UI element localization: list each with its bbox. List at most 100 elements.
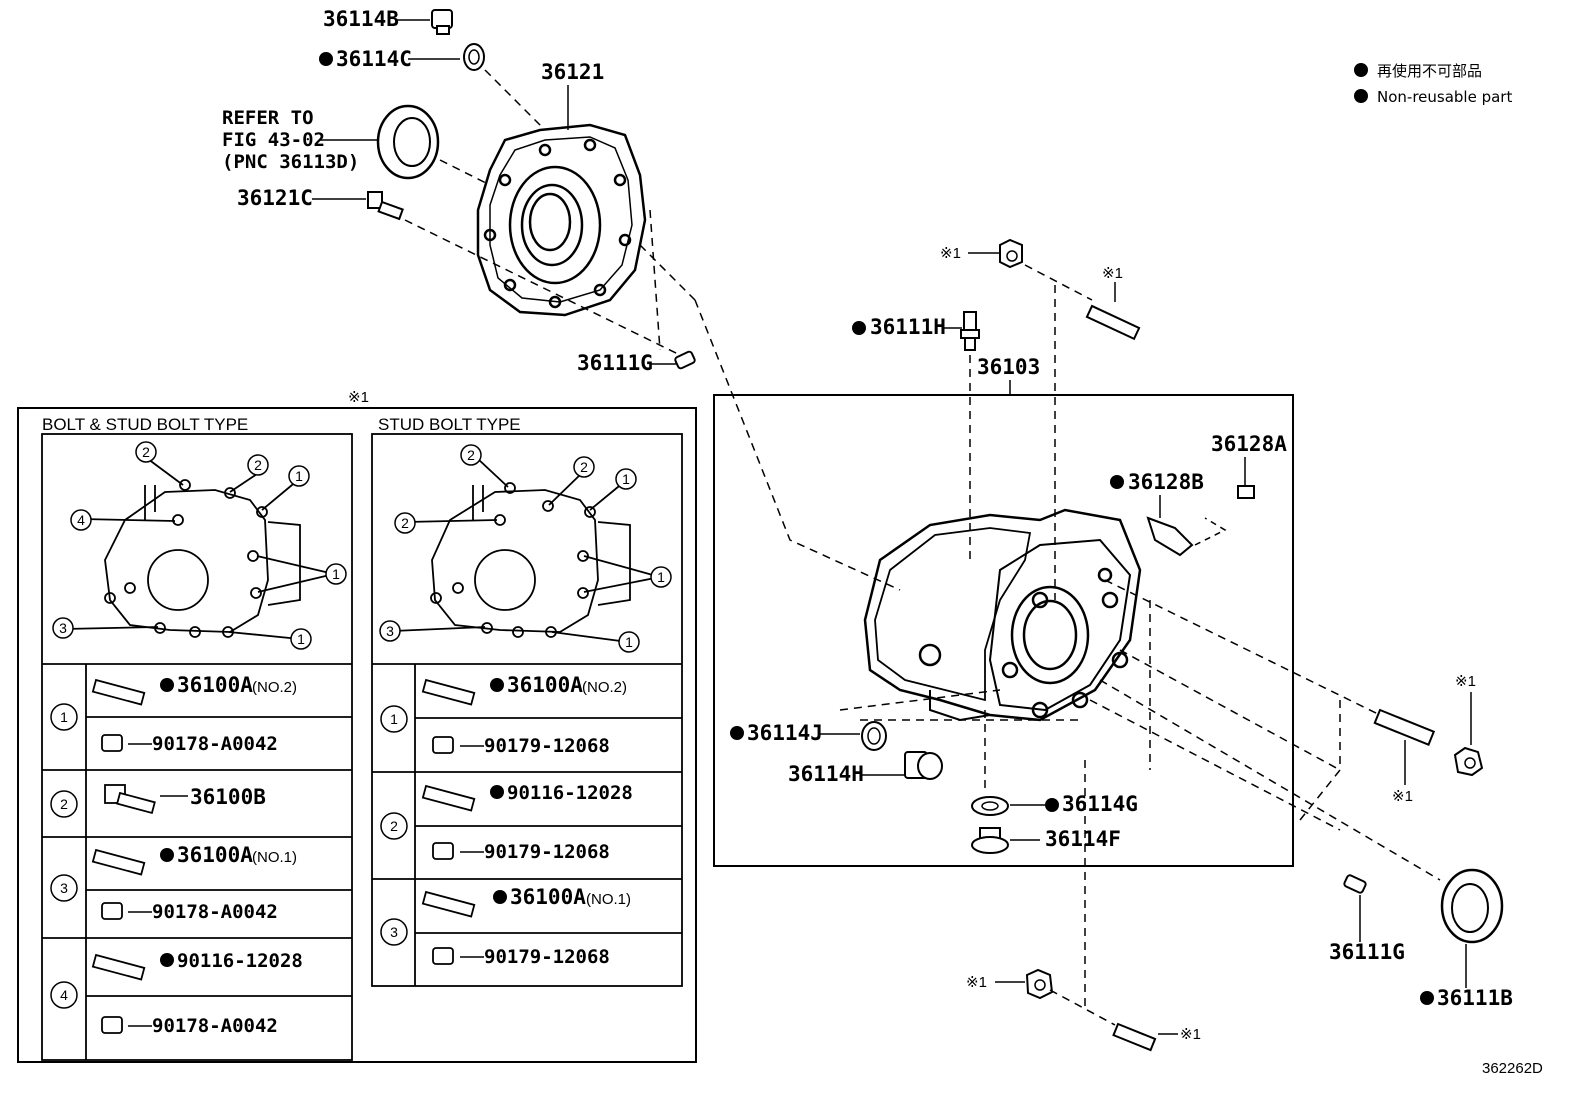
note-mark: ※1	[1102, 265, 1123, 282]
inset-right-r1-b[interactable]: 90179-12068	[484, 735, 610, 757]
nut-icon	[101, 1016, 123, 1034]
stud-bolt-icon	[1373, 708, 1436, 747]
bolt-icon	[367, 191, 404, 221]
oil-seal-icon	[1440, 868, 1504, 944]
inset-right-r3-sub: (NO.1)	[586, 891, 631, 908]
non-reusable-dot-icon	[1110, 475, 1124, 489]
stud-bolt-icon	[421, 678, 476, 706]
circle-label: 3	[59, 620, 67, 636]
circle-label: 4	[77, 512, 85, 528]
differential-carrier-36103	[863, 508, 1142, 722]
filler-plug-icon	[971, 827, 1009, 854]
inset-right-r1-sub: (NO.2)	[582, 679, 627, 696]
row-number: 1	[390, 711, 398, 727]
circle-label: 2	[401, 515, 409, 531]
note-mark: ※1	[348, 389, 369, 406]
circle-label: 2	[467, 447, 475, 463]
part-label-36114G[interactable]: 36114G	[1062, 792, 1138, 816]
part-label-36114C[interactable]: 36114C	[336, 47, 412, 71]
stud-bolt-icon	[1085, 304, 1141, 341]
nut-icon	[1453, 746, 1484, 777]
dowel-pin-icon	[1343, 874, 1367, 894]
part-label-36103[interactable]: 36103	[977, 355, 1040, 379]
row-number: 3	[60, 880, 68, 896]
part-label-36128A[interactable]: 36128A	[1211, 432, 1287, 456]
inset-left-r3-b[interactable]: 90178-A0042	[152, 901, 278, 923]
part-label-36111G-bottom[interactable]: 36111G	[1329, 940, 1405, 964]
inset-panel	[17, 407, 697, 1063]
row-number: 3	[390, 924, 398, 940]
oil-seal-icon	[376, 104, 440, 180]
part-label-36111B[interactable]: 36111B	[1437, 986, 1513, 1010]
stud-bolt-icon	[421, 784, 476, 812]
nut-icon	[101, 734, 123, 752]
legend-jp: 再使用不可部品	[1377, 62, 1482, 80]
nut-icon	[101, 902, 123, 920]
stud-bolt-icon	[91, 953, 146, 981]
inset-left-r4-b[interactable]: 90178-A0042	[152, 1015, 278, 1037]
part-label-36114F[interactable]: 36114F	[1045, 827, 1121, 851]
legend-dot-icon	[1354, 63, 1368, 77]
part-label-36114J[interactable]: 36114J	[747, 721, 823, 745]
inset-right-r3-b[interactable]: 90179-12068	[484, 946, 610, 968]
refer-line1: REFER TO	[222, 107, 314, 129]
row-number: 4	[60, 987, 68, 1003]
non-reusable-dot-icon	[319, 52, 333, 66]
inset-right-r2-b[interactable]: 90179-12068	[484, 841, 610, 863]
nut-icon	[1025, 968, 1054, 1000]
part-label-36114B[interactable]: 36114B	[323, 7, 399, 31]
non-reusable-dot-icon	[160, 953, 174, 967]
stud-bolt-icon	[1112, 1022, 1157, 1052]
differential-cover-36121	[476, 123, 647, 317]
circle-label: 1	[297, 631, 305, 647]
legend-dot-icon	[1354, 89, 1368, 103]
stud-bolt-icon	[421, 890, 476, 918]
part-label-36121C[interactable]: 36121C	[237, 186, 313, 210]
legend-en: Non-reusable part	[1377, 88, 1512, 106]
row-number: 1	[60, 709, 68, 725]
inset-right-r2-a[interactable]: 90116-12028	[507, 782, 633, 804]
inset-left-r2-a[interactable]: 36100B	[190, 785, 266, 809]
carrier-assembly-box	[713, 394, 1294, 867]
non-reusable-dot-icon	[490, 785, 504, 799]
part-label-36111H[interactable]: 36111H	[870, 315, 946, 339]
non-reusable-dot-icon	[1045, 798, 1059, 812]
inset-left-r1-a[interactable]: 36100A	[177, 673, 253, 697]
part-label-36114H[interactable]: 36114H	[788, 762, 864, 786]
refer-line3: (PNC 36113D)	[222, 151, 359, 173]
note-mark: ※1	[1180, 1026, 1201, 1043]
nut-icon	[432, 947, 454, 965]
nut-icon	[999, 238, 1023, 269]
row-number: 2	[60, 796, 68, 812]
breather-plug-icon	[960, 311, 980, 351]
inset-right-title: STUD BOLT TYPE	[378, 415, 521, 434]
non-reusable-dot-icon	[730, 726, 744, 740]
inset-right-r1-a[interactable]: 36100A	[507, 673, 583, 697]
part-label-36128B[interactable]: 36128B	[1128, 470, 1204, 494]
inset-right-r3-a[interactable]: 36100A	[510, 885, 586, 909]
circle-label: 1	[332, 566, 340, 582]
circle-label: 3	[386, 623, 394, 639]
inset-left-r3-a[interactable]: 36100A	[177, 843, 253, 867]
note-mark: ※1	[940, 245, 961, 262]
non-reusable-dot-icon	[160, 848, 174, 862]
inset-left-r4-a[interactable]: 90116-12028	[177, 950, 303, 972]
nut-icon	[432, 842, 454, 860]
inset-left-r1-b[interactable]: 90178-A0042	[152, 733, 278, 755]
drain-plug-icon	[904, 751, 943, 780]
circle-label: 1	[657, 569, 665, 585]
row-number-circle	[50, 703, 78, 1009]
inset-left-title: BOLT & STUD BOLT TYPE	[42, 415, 248, 434]
plug-icon	[431, 9, 453, 35]
non-reusable-dot-icon	[852, 321, 866, 335]
circle-label: 1	[622, 471, 630, 487]
non-reusable-dot-icon	[493, 890, 507, 904]
circle-callout	[379, 444, 672, 653]
part-label-36111G-top[interactable]: 36111G	[577, 351, 653, 375]
part-label-36121[interactable]: 36121	[541, 60, 604, 84]
circle-label: 1	[625, 634, 633, 650]
stud-bolt-icon	[91, 678, 146, 706]
inset-left-r3-sub: (NO.1)	[252, 849, 297, 866]
nut-icon	[432, 736, 454, 754]
bolt-icon	[1237, 485, 1255, 499]
